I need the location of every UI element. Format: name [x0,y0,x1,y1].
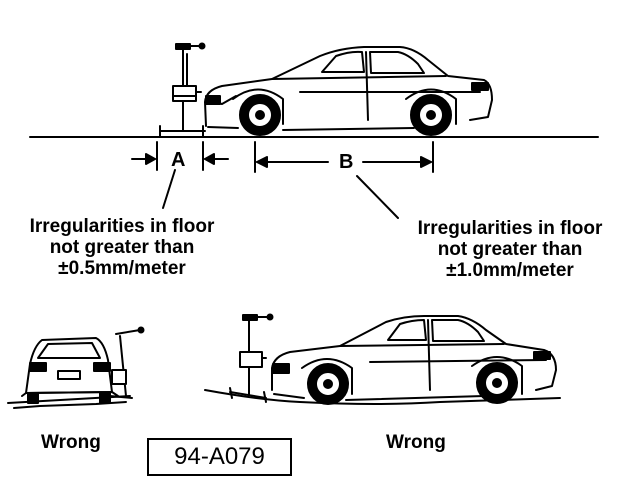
note-left: Irregularities in floor not greater than… [12,216,232,279]
note-left-line2: not greater than [49,237,195,258]
note-right-line1: Irregularities in floor [417,218,603,239]
hatchback-rear-view-wrong [7,326,145,409]
note-right-line3: ±1.0mm/meter [446,260,574,281]
wrong-label-left: Wrong [41,432,101,453]
note-left-line1: Irregularities in floor [29,216,215,237]
dimension-a-label: A [171,149,186,171]
sedan-uneven-floor-wrong [204,313,561,405]
dimension-a-markers [131,141,229,209]
dimension-b-label: B [339,151,354,173]
note-right-line2: not greater than [437,239,583,260]
figure-id-box: 94-A079 [147,438,292,476]
dimension-b-markers [254,141,434,219]
sedan-top [204,46,493,136]
note-left-line3: ±0.5mm/meter [58,258,186,279]
aimer-stand-top [159,42,206,138]
wrong-label-right: Wrong [386,432,446,453]
note-right: Irregularities in floor not greater than… [400,218,620,281]
